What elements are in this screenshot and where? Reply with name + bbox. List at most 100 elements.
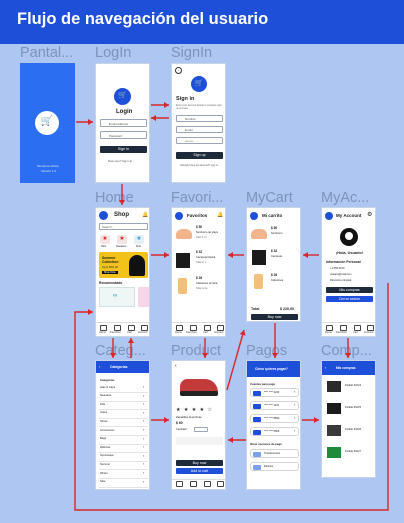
back-icon[interactable]: ‹ [99,364,101,369]
cart-nav-icon[interactable] [204,481,211,487]
home-icon[interactable] [176,481,183,487]
logout-button[interactable]: Cerrar sesión [326,296,373,302]
mis-compras-button[interactable]: Mis compras [326,287,373,293]
payment-option-row[interactable]: Efectivo [250,462,299,471]
page-title: Flujo de navegación del usuario [17,10,269,28]
chevron-right-icon: › [143,401,145,407]
back-icon[interactable]: ‹ [325,365,327,370]
order-thumb [327,381,341,392]
arrowhead [164,252,169,258]
password-field[interactable]: Password [100,131,147,139]
nav-label-cart: Cart [203,331,208,334]
product-image-sole [180,391,218,396]
credit-card-icon [253,390,261,396]
info-address: Dirección principal [330,279,352,282]
login-screen[interactable]: 🛒 Login Email address Password Sign In N… [95,63,150,183]
order-label[interactable]: Pedido #1025 [345,406,362,409]
fav-sub: Talla M, L [196,261,207,264]
categorias-subtitle: Categorías [100,378,115,382]
category-sweaters[interactable]: ★ [117,235,127,244]
cart-icon: 🛒 [40,116,54,127]
payment-option-label: Efectivo [264,465,274,468]
arrowhead [164,417,169,423]
order-label[interactable]: Pedido #1026 [345,428,362,431]
banner-title: Summer Collection [102,256,119,264]
app-logo [325,212,333,220]
category-row[interactable]: Sale› [99,479,148,488]
arrowhead [239,330,246,336]
fav-sub: Talla S, M [196,236,207,239]
category-hats[interactable]: ★ [100,235,110,244]
banner-image [129,255,145,276]
category-label: Sweaters [100,394,112,398]
bell-icon[interactable]: 🔔 [217,212,224,218]
email-field[interactable]: Email address [100,119,147,127]
buy-now-button[interactable]: Buy now [251,314,298,320]
home-screen[interactable]: Shop 🔔 Search... ★ ★ ★ Hats Sweaters Kid… [95,207,150,337]
payment-card-row[interactable]: **** **** 5566› [250,427,299,436]
buy-now-button[interactable]: Buy now [176,460,223,466]
payment-card-row[interactable]: **** **** 1123› [250,401,299,410]
header-band [0,0,404,44]
frame-label-favoritos: Favori... [171,190,224,206]
splash-logo [35,111,59,135]
order-label[interactable]: Pedido #1027 [345,450,362,453]
banner-button[interactable]: Shop Now [102,271,118,274]
password-field[interactable]: •••••••• [176,137,223,144]
app-logo [250,212,258,220]
frame-label-signin: SignIn [171,45,213,61]
arrowhead [88,119,93,125]
order-thumb [327,425,341,436]
category-label: Accessories [100,428,115,432]
signup-link[interactable]: New user? Sign Up [108,159,133,163]
signin-screen[interactable]: ‹ 🛒 Sign in Enter your account details t… [171,63,226,183]
sign-in-button[interactable]: Sign In [100,146,147,153]
login-link[interactable]: Already have an account? Log in [180,164,218,167]
app-logo [191,76,207,92]
chevron-right-icon: › [143,435,145,441]
nav-label-home: Home [325,331,332,334]
payment-card-row[interactable]: **** **** 4242› [250,388,299,397]
gear-icon[interactable]: ⚙ [367,212,373,218]
options-row[interactable] [176,437,223,445]
favoritos-screen[interactable]: Favoritos 🔔 $ 50 Sombrero de playa Talla… [171,207,226,337]
back-icon[interactable]: ‹ [175,67,182,74]
user-icon[interactable] [217,481,224,487]
recommended-item[interactable] [138,287,149,307]
payment-option-row[interactable]: Transferencia [250,449,299,458]
myaccount-screen[interactable]: My Account ⚙ ¡Hola, Usuario! Información… [321,207,376,337]
product-thumb [252,250,266,265]
pagos-screen[interactable]: Cómo quieres pagar? Cuentas para pago **… [246,360,301,490]
name-field[interactable]: Nombre [176,115,223,122]
search-input[interactable]: Search... [99,223,148,230]
add-to-cart-button[interactable]: Add to cart [176,468,223,474]
categorias-screen[interactable]: Categorías ‹ Categorías Hats & Caps›Swea… [95,360,150,490]
category-kids[interactable]: ★ [134,235,144,244]
back-icon[interactable]: ‹ [175,363,177,369]
qty-label: Cantidad [176,428,187,431]
mycart-screen[interactable]: Mi carrito $ 50 Sombrero $ 32 Camiseta $… [246,207,301,322]
myaccount-title: My Account [336,213,362,218]
order-label[interactable]: Pedido #1024 [345,384,362,387]
recommended-item[interactable]: ∞ [99,287,135,307]
fav-price: $ 28 [196,276,203,280]
heart-icon[interactable] [190,481,197,487]
splash-screen[interactable]: 🛒 Monstore eShop Versión 1.0 [20,63,75,183]
payment-card-row[interactable]: **** **** 8890› [250,414,299,423]
frame-label-pantalla: Pantal... [20,45,74,61]
frame-label-mycart: MyCart [246,190,293,206]
chevron-right-icon: › [294,428,296,433]
email-field[interactable]: Email [176,126,223,133]
chevron-right-icon: › [294,389,296,394]
bell-icon[interactable]: 🔔 [142,212,149,218]
categorias-title: Categorías [110,365,128,369]
category-label: Summer [100,462,111,466]
cart-icon: 🛒 [118,92,127,99]
info-title: Información Personal [326,260,361,264]
chevron-right-icon: › [143,470,145,475]
sign-up-button[interactable]: Sign up [176,152,223,159]
quantity-stepper[interactable] [194,427,208,432]
product-screen[interactable]: ‹ ★ ★ ★ ★ ☆ Zapatillas deportivas $ 60 C… [171,360,226,490]
nav-label-cart: Cart [127,331,132,334]
